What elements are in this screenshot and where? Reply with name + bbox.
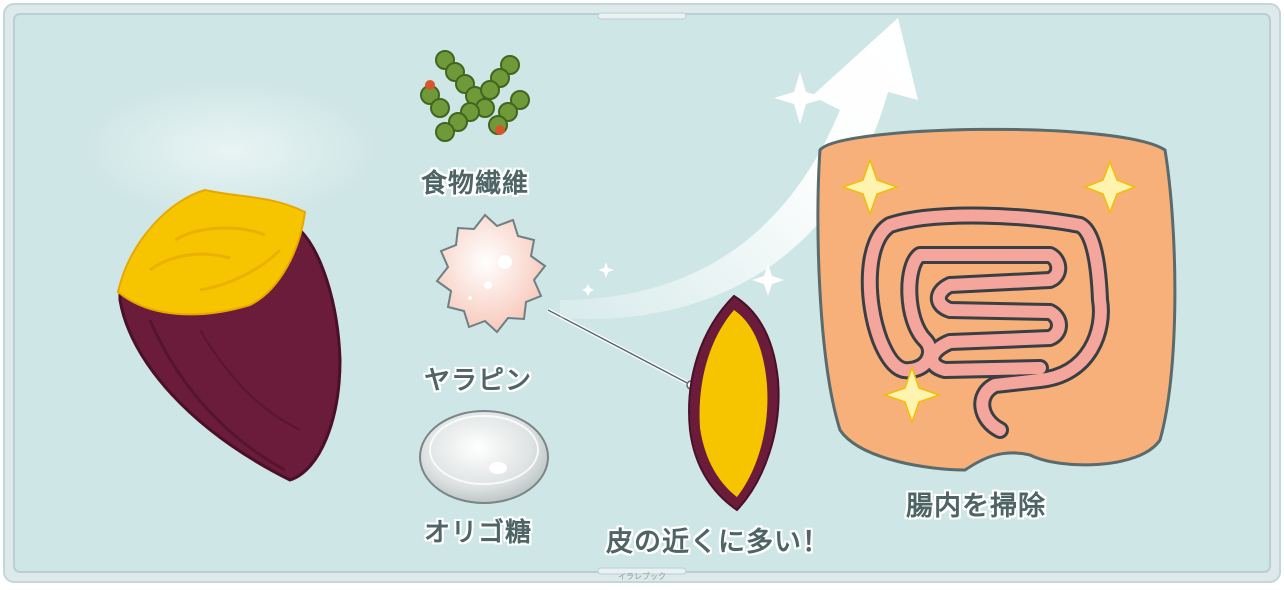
credit-text: イラレブック [618, 572, 666, 581]
connector-line [547, 309, 692, 386]
bottom-tab [597, 567, 687, 575]
jalapin-blob-icon [435, 213, 547, 334]
sparkle-icon [582, 72, 826, 296]
sparkle-icon [882, 365, 942, 425]
label-jalapin: ヤラピン [424, 366, 533, 396]
sweet-potato-icon [116, 188, 342, 482]
sparkle-icon [1082, 159, 1138, 215]
top-tab [597, 12, 687, 20]
steam-cloud [80, 80, 380, 220]
label-near-skin: 皮の近くに多い！ [606, 527, 830, 558]
label-oligosaccharide: オリゴ糖 [424, 518, 533, 548]
oligosaccharide-capsule-icon [419, 410, 549, 504]
up-arrow-icon [560, 18, 918, 319]
fiber-cluster-icon [420, 50, 530, 142]
label-fiber: 食物繊維 [421, 169, 530, 199]
label-intestine-cleaning: 腸内を掃除 [906, 491, 1046, 522]
potato-cross-section-icon [688, 294, 780, 512]
sparkle-icon [840, 157, 900, 217]
